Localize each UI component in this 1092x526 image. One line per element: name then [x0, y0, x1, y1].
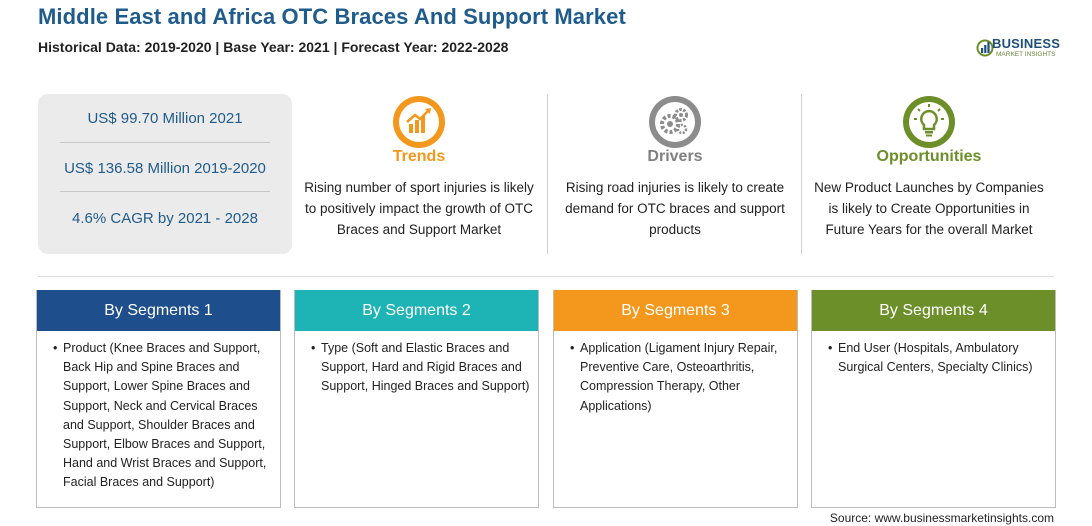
- stat-market-size-historical: US$ 136.58 Million 2019-2020: [64, 160, 266, 177]
- bullet-icon: •: [53, 341, 58, 355]
- trends-text: Rising number of sport injuries is likel…: [304, 180, 534, 237]
- bullet-icon: •: [570, 341, 575, 355]
- segment-4-text: End User (Hospitals, Ambulatory Surgical…: [838, 341, 1033, 375]
- company-logo: BUSINESS MARKET INSIGHTS: [976, 36, 1066, 60]
- source-credit: Source: www.businessmarketinsights.com: [829, 511, 1054, 525]
- segment-1-text: Product (Knee Braces and Support, Back H…: [63, 341, 267, 490]
- bullet-icon: •: [311, 341, 316, 355]
- segment-3-text: Application (Ligament Injury Repair, Pre…: [580, 341, 778, 413]
- section-divider: [38, 276, 1054, 277]
- growth-chart-icon: [393, 96, 445, 148]
- opportunities-heading: Opportunities: [876, 148, 982, 165]
- column-divider: [801, 94, 802, 254]
- segment-card-4: By Segments 4 • End User (Hospitals, Ambu…: [811, 290, 1056, 508]
- lightbulb-icon: [903, 96, 955, 148]
- stat-divider: [60, 191, 270, 192]
- stat-market-size-2021: US$ 99.70 Million 2021: [87, 110, 243, 127]
- segment-3-title: By Segments 3: [554, 290, 797, 331]
- opportunities-column: Opportunities New Product Launches by Co…: [809, 94, 1049, 254]
- opportunities-text: New Product Launches by Companies is lik…: [814, 180, 1044, 237]
- gears-icon: [649, 96, 701, 148]
- drivers-column: Drivers Rising road injuries is likely t…: [555, 94, 795, 254]
- segment-2-text: Type (Soft and Elastic Braces and Suppor…: [321, 341, 530, 394]
- segment-card-1: By Segments 1 • Product (Knee Braces and …: [36, 290, 281, 508]
- stat-cagr: 4.6% CAGR by 2021 - 2028: [72, 210, 258, 227]
- trends-heading: Trends: [392, 148, 446, 165]
- segment-card-2: By Segments 2 • Type (Soft and Elastic Br…: [294, 290, 539, 508]
- segment-2-title: By Segments 2: [295, 290, 538, 331]
- page-subtitle: Historical Data: 2019-2020 | Base Year: …: [38, 39, 509, 55]
- drivers-heading: Drivers: [647, 148, 703, 165]
- segment-4-title: By Segments 4: [812, 290, 1055, 331]
- logo-text: BUSINESS: [992, 36, 1061, 51]
- stat-divider: [60, 142, 270, 143]
- page-title: Middle East and Africa OTC Braces And Su…: [38, 4, 626, 29]
- segment-card-3: By Segments 3 • Application (Ligament Inj…: [553, 290, 798, 508]
- drivers-text: Rising road injuries is likely to create…: [565, 180, 785, 237]
- key-stats-panel: US$ 99.70 Million 2021 US$ 136.58 Millio…: [38, 94, 292, 254]
- logo-globe-icon: [976, 39, 994, 57]
- column-divider: [547, 94, 548, 254]
- segment-1-title: By Segments 1: [37, 290, 280, 331]
- logo-tagline: MARKET INSIGHTS: [996, 51, 1056, 58]
- bullet-icon: •: [828, 341, 833, 355]
- trends-column: Trends Rising number of sport injuries i…: [299, 94, 539, 254]
